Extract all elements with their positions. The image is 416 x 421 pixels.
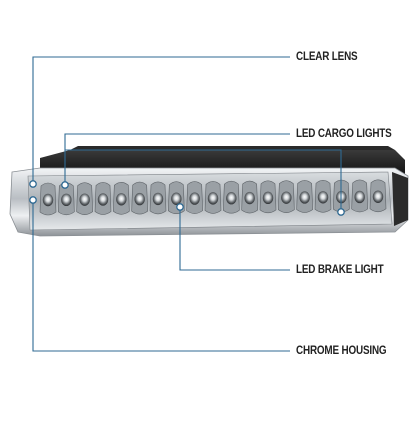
label-clear-lens: CLEAR LENS xyxy=(296,51,358,63)
leader-lines xyxy=(32,56,342,352)
led-cell xyxy=(113,181,130,215)
label-led-cargo-lights: LED CARGO LIGHTS xyxy=(296,128,392,140)
led-bulb xyxy=(134,192,145,206)
led-bulb xyxy=(372,190,384,203)
led-bulb xyxy=(299,191,310,204)
anchor-dots xyxy=(29,180,345,216)
led-cell xyxy=(131,181,148,215)
leader-clear-lens xyxy=(32,56,290,184)
leader-chrome-housing xyxy=(32,200,290,352)
led-cell xyxy=(241,180,258,214)
led-cell xyxy=(94,182,112,215)
label-led-brake-light: LED BRAKE LIGHT xyxy=(296,264,384,276)
led-cell xyxy=(259,180,277,214)
led-cell xyxy=(204,181,222,214)
leader-led-cargo-left xyxy=(64,133,290,185)
led-bulb xyxy=(116,193,127,206)
led-bulb xyxy=(171,192,182,205)
led-bulb xyxy=(61,193,72,207)
led-bulb xyxy=(42,193,54,207)
led-bulb xyxy=(262,191,274,205)
led-cell xyxy=(39,182,57,216)
led-bulb xyxy=(244,191,255,205)
label-chrome-housing: CHROME HOUSING xyxy=(296,345,387,357)
led-bulb xyxy=(79,193,90,206)
housing-top-ridge xyxy=(70,146,395,150)
led-cell xyxy=(76,182,93,215)
led-cell xyxy=(351,179,368,213)
led-bulb xyxy=(97,193,109,206)
led-bulb xyxy=(189,192,200,205)
led-bulb xyxy=(281,191,292,204)
led-cell xyxy=(223,180,240,214)
leader-led-brake xyxy=(179,207,290,271)
led-bulb xyxy=(226,192,237,205)
led-array xyxy=(39,179,387,216)
housing-end-cap xyxy=(392,172,408,226)
anchor-dot-led-cargo-left xyxy=(61,181,69,189)
led-cell xyxy=(314,180,332,213)
led-cell xyxy=(296,180,313,213)
led-cell xyxy=(186,181,203,214)
led-bulb xyxy=(317,191,329,204)
led-bulb xyxy=(152,192,164,206)
led-cell xyxy=(278,180,295,213)
anchor-dot-chrome-housing xyxy=(29,196,37,204)
led-bulb xyxy=(207,192,219,205)
leader-led-cargo-right xyxy=(65,149,342,212)
anchor-dot-clear-lens xyxy=(29,180,37,188)
anchor-dot-led-brake xyxy=(176,203,184,211)
anchor-dot-led-cargo-right xyxy=(337,208,345,216)
led-cell xyxy=(149,181,167,215)
led-bulb xyxy=(354,190,365,204)
led-cell xyxy=(369,179,387,213)
